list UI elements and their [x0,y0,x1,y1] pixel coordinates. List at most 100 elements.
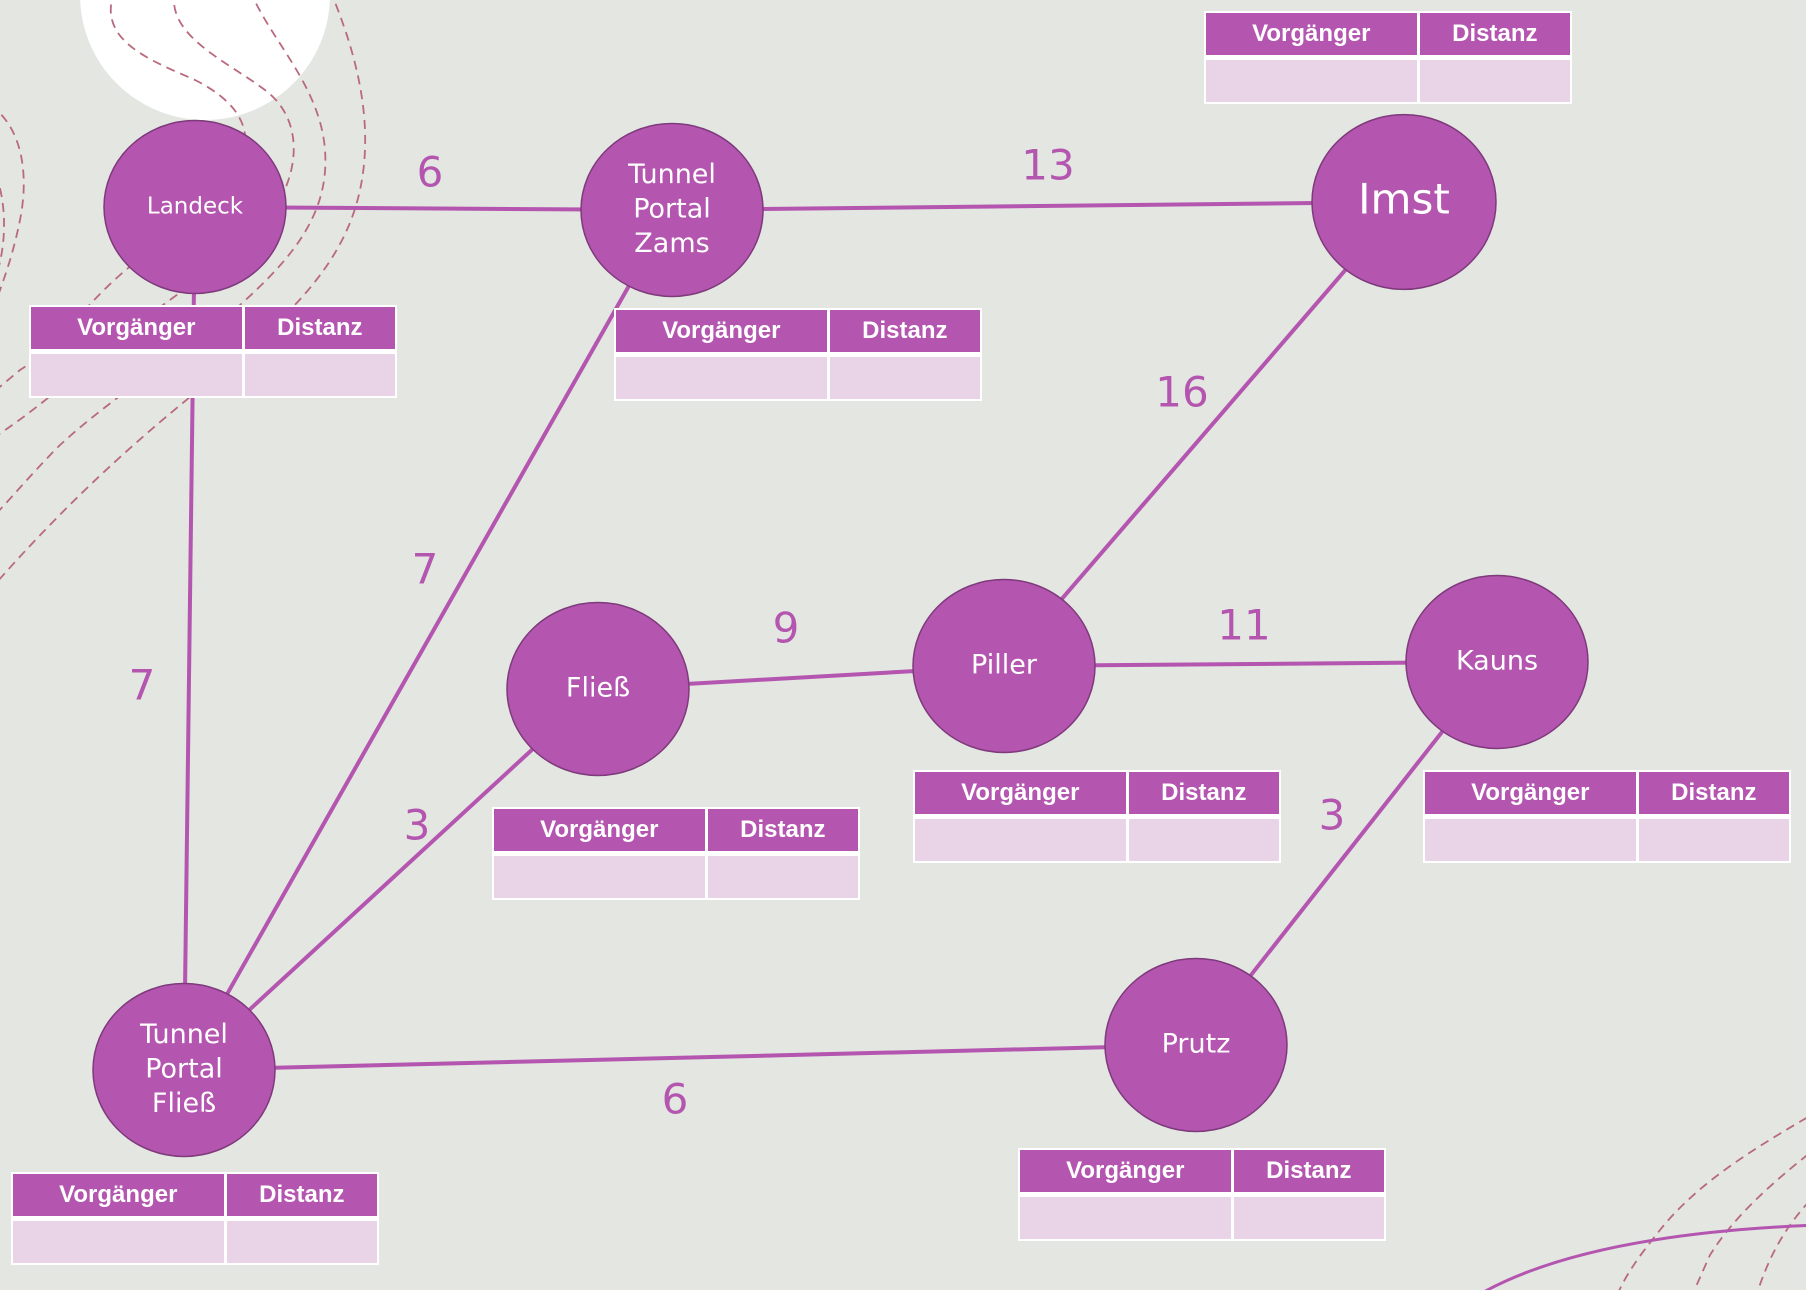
node-circle-tpfliess [92,982,276,1158]
table-row [616,357,980,399]
edge-weight-landeck-zams: 6 [417,148,444,197]
table-row [494,856,858,898]
decorative-solid-curve [1484,1224,1806,1290]
edge-weight-imst-piller: 16 [1155,368,1208,417]
node-imst: Imst [1311,113,1497,291]
node-label-fliess: Fließ [566,673,630,704]
edge-weight-fliess-piller: 9 [773,604,800,653]
node-prutz: Prutz [1104,957,1288,1133]
distance-cell[interactable] [829,357,980,399]
distance-header: Distanz [1419,13,1570,60]
decorative-contour-line [0,0,327,511]
table-row [31,354,395,396]
node-circle-zams [580,122,764,298]
node-label-imst: Imst [1358,175,1450,224]
node-landeck: Landeck [103,119,287,295]
edge-tpfliess-prutz [183,1043,1197,1072]
node-circle-prutz [1104,957,1288,1133]
node-kauns: Kauns [1405,574,1589,750]
predecessor-cell[interactable] [915,819,1129,861]
decorative-contour-line [0,0,295,435]
distance-cell[interactable] [707,856,858,898]
node-piller: Piller [912,578,1096,754]
distance-header: Distanz [226,1174,377,1221]
node-circle-landeck [103,119,287,295]
node-circle-piller [912,578,1096,754]
distance-cell[interactable] [1638,819,1789,861]
edge-weight-landeck-tpfliess: 7 [129,661,156,710]
predecessor-header: Vorgänger [915,772,1129,819]
predecessor-cell[interactable] [1020,1197,1234,1239]
distance-cell[interactable] [1419,60,1570,102]
distance-header: Distanz [829,310,980,357]
decorative-contour-line [1693,1154,1806,1290]
decorative-contour-line [0,112,25,293]
predecessor-cell[interactable] [1425,819,1639,861]
distance-cell[interactable] [1233,1197,1384,1239]
distance-header: Distanz [1128,772,1279,819]
distance-header: Distanz [707,809,858,856]
predecessor-header: Vorgänger [1020,1150,1234,1197]
node-label-prutz: Prutz [1162,1029,1231,1060]
predecessor-cell[interactable] [1206,60,1420,102]
table-row [1206,60,1570,102]
node-label-tpfliess: Fließ [152,1088,216,1119]
decorative-contour-line [1618,1117,1806,1290]
edge-zams-imst [671,200,1405,212]
node-label-tpfliess: Portal [145,1054,223,1085]
node-label-kauns: Kauns [1456,646,1538,677]
edge-weight-tpfliess-fliess: 3 [404,801,431,850]
edge-weight-zams-tpfliess: 7 [412,545,439,594]
predecessor-header: Vorgänger [31,307,245,354]
predecessor-cell[interactable] [494,856,708,898]
node-circle-imst [1311,113,1497,291]
table-row [13,1221,377,1263]
edge-weight-piller-kauns: 11 [1217,601,1270,650]
distance-header: Distanz [1233,1150,1384,1197]
distance-cell[interactable] [244,354,395,396]
distance-header: Distanz [1638,772,1789,819]
predecessor-cell[interactable] [616,357,830,399]
decorative-contour-line [1757,1203,1806,1290]
predecessor-header: Vorgänger [1425,772,1639,819]
distance-cell[interactable] [1128,819,1279,861]
edge-tpfliess-fliess [182,687,600,1072]
predecessor-header: Vorgänger [1206,13,1420,60]
table-row [915,819,1279,861]
predecessor-cell[interactable] [31,354,245,396]
decorative-contour-line [0,184,5,266]
distance-header: Distanz [244,307,395,354]
predecessor-cell[interactable] [13,1221,227,1263]
predecessor-header: Vorgänger [494,809,708,856]
node-label-zams: Tunnel [627,159,716,190]
node-circle-fliess [506,601,690,777]
table-row [1425,819,1789,861]
node-label-piller: Piller [971,650,1038,681]
distance-cell[interactable] [226,1221,377,1263]
decorative-contour-line [0,0,367,581]
edge-weight-zams-imst: 13 [1021,141,1074,190]
node-circle-kauns [1405,574,1589,750]
decorative-white-circle [80,0,330,120]
node-label-landeck: Landeck [147,194,244,220]
edge-weight-tpfliess-prutz: 6 [662,1075,689,1124]
edge-zams-tpfliess [182,209,674,1071]
predecessor-header: Vorgänger [616,310,830,357]
node-label-zams: Zams [634,228,709,259]
